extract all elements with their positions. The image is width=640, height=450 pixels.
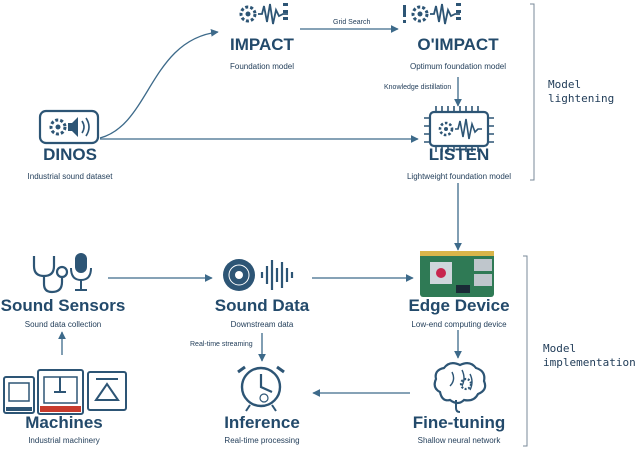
sound-sensors-subtitle: Sound data collection bbox=[24, 320, 102, 329]
listen-subtitle: Lightweight foundation model bbox=[406, 172, 512, 181]
stethoscope-microphone-icon bbox=[32, 253, 92, 294]
oimpact-subtitle: Optimum foundation model bbox=[409, 62, 507, 71]
dinos-subtitle: Industrial sound dataset bbox=[27, 172, 113, 181]
exclamation-gear-waveform-icon bbox=[403, 3, 461, 25]
oimpact-title: O'IMPACT bbox=[417, 35, 499, 54]
machines-title: Machines bbox=[25, 413, 103, 432]
gear-speaker-icon bbox=[38, 109, 100, 145]
inference-title: Inference bbox=[224, 413, 300, 432]
machines-subtitle: Industrial machinery bbox=[28, 436, 100, 445]
sound-data-subtitle: Downstream data bbox=[230, 320, 294, 329]
fine-tuning-subtitle: Shallow neural network bbox=[417, 436, 501, 445]
model-lightening-label: Model lightening bbox=[548, 78, 615, 105]
sound-sensors-title: Sound Sensors bbox=[0, 296, 126, 315]
dinos-title: DINOS bbox=[43, 145, 97, 164]
sound-data-title: Sound Data bbox=[214, 296, 310, 315]
brain-gear-icon bbox=[433, 361, 487, 413]
bracket-model-implementation bbox=[523, 255, 528, 447]
inference-subtitle: Real-time processing bbox=[224, 436, 300, 445]
realtime-streaming-label: Real-time streaming bbox=[190, 341, 253, 348]
disc-waveform-icon bbox=[223, 259, 294, 291]
edge-device-title: Edge Device bbox=[408, 296, 510, 315]
listen-title: LISTEN bbox=[428, 145, 490, 164]
industrial-machines-icon bbox=[3, 369, 127, 415]
bracket-model-lightening bbox=[530, 3, 535, 181]
model-implementation-label: Model implementation bbox=[543, 342, 636, 369]
grid-search-label: Grid Search bbox=[333, 19, 371, 26]
raspberry-pi-board-icon bbox=[420, 251, 494, 297]
fine-tuning-title: Fine-tuning bbox=[412, 413, 506, 432]
gear-waveform-icon bbox=[239, 3, 288, 25]
knowledge-distillation-label: Knowledge distillation bbox=[384, 84, 452, 91]
arrow-dinos-impact bbox=[99, 28, 219, 139]
edge-device-subtitle: Low-end computing device bbox=[411, 320, 507, 329]
impact-subtitle: Foundation model bbox=[229, 62, 295, 71]
alarm-clock-icon bbox=[237, 365, 285, 412]
chip-gear-waveform-icon bbox=[424, 106, 494, 152]
impact-title: IMPACT bbox=[230, 35, 294, 54]
